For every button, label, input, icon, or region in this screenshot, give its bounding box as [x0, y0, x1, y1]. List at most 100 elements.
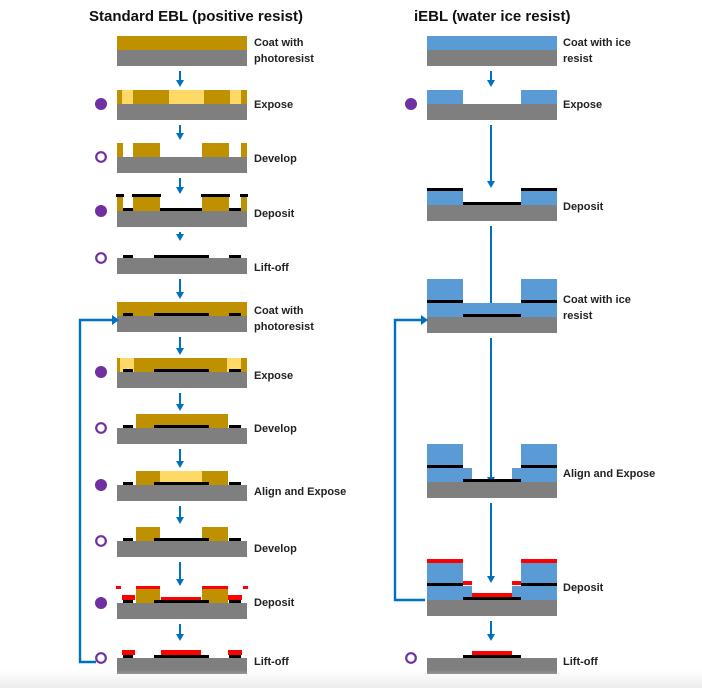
- metal-layer-2: [122, 595, 135, 600]
- metal-layer-2: [136, 586, 160, 589]
- step-label: Develop: [254, 421, 297, 437]
- substrate: [427, 600, 557, 616]
- metal-layer-2: [427, 559, 463, 563]
- photoresist-layer: [117, 36, 247, 50]
- metal-layer-1: [427, 188, 463, 191]
- step-label-line: Coat with ice: [563, 294, 631, 306]
- metal-layer-1: [229, 538, 241, 541]
- down-arrow-head: [176, 187, 184, 194]
- metal-layer-1: [123, 538, 133, 541]
- metal-layer-2: [228, 595, 242, 600]
- metal-layer-1: [123, 482, 133, 485]
- down-arrow-head: [176, 80, 184, 87]
- substrate: [117, 157, 247, 173]
- exposed-resist-region: [120, 358, 134, 372]
- metal-layer-1: [463, 655, 521, 658]
- photoresist-layer: [117, 143, 123, 157]
- step-label-line: Deposit: [254, 208, 295, 220]
- metal-layer-1: [427, 300, 463, 303]
- substrate: [117, 258, 247, 274]
- step-label: Deposit: [254, 206, 294, 222]
- step-label: Expose: [254, 368, 293, 384]
- metal-layer-1: [229, 208, 241, 211]
- metal-layer-1: [123, 425, 133, 428]
- metal-layer-2: [463, 581, 472, 585]
- step-label-line: resist: [563, 310, 593, 322]
- step-label: Develop: [254, 541, 297, 557]
- step-label-line: Develop: [254, 423, 297, 435]
- substrate: [117, 541, 247, 557]
- photoresist-layer: [117, 197, 123, 211]
- metal-layer-2: [161, 597, 201, 600]
- step-label: Align and Expose: [563, 466, 655, 482]
- step-label: Lift-off: [254, 260, 289, 276]
- ice-resist-layer: [427, 562, 463, 586]
- exposed-resist-region: [160, 471, 202, 485]
- metal-layer-1: [521, 583, 557, 586]
- ice-resist-layer: [427, 90, 463, 104]
- column-title-iebl: iEBL (water ice resist): [414, 8, 571, 25]
- down-arrow-head: [176, 133, 184, 140]
- metal-layer-2: [161, 650, 201, 655]
- metal-layer-1: [229, 255, 241, 258]
- metal-layer-1: [132, 194, 161, 197]
- metal-layer-1: [154, 369, 209, 372]
- substrate: [117, 316, 247, 332]
- step-label: Deposit: [254, 595, 294, 611]
- loop-back-arrow-head: [112, 315, 119, 325]
- photoresist-layer: [136, 527, 160, 541]
- step-label-line: Coat with: [254, 305, 304, 317]
- substrate: [117, 104, 247, 120]
- metal-layer-1: [427, 465, 463, 468]
- metal-layer-2: [116, 586, 121, 589]
- photoresist-layer: [202, 197, 229, 211]
- metal-layer-1: [123, 655, 133, 658]
- loop-back-arrow: [78, 318, 112, 664]
- substrate: [117, 485, 247, 501]
- step-label-line: Develop: [254, 543, 297, 555]
- metal-layer-1: [201, 194, 230, 197]
- step-label: Coat with photoresist: [254, 303, 314, 335]
- metal-layer-1: [154, 255, 209, 258]
- step-label-line: photoresist: [254, 321, 314, 333]
- metal-layer-1: [154, 425, 209, 428]
- metal-layer-1: [521, 188, 557, 191]
- step-label-line: Develop: [254, 153, 297, 165]
- photoresist-layer: [133, 197, 160, 211]
- step-label-line: Expose: [254, 370, 294, 382]
- down-arrow-head: [176, 348, 184, 355]
- metal-layer-1: [123, 369, 133, 372]
- metal-layer-1: [229, 655, 241, 658]
- ice-resist-layer: [427, 444, 463, 468]
- metal-layer-1: [116, 194, 124, 197]
- ice-resist-layer: [427, 303, 557, 317]
- step-label-line: Expose: [563, 99, 603, 111]
- down-arrow-head: [487, 80, 495, 87]
- metal-layer-1: [154, 600, 209, 603]
- down-arrow-head: [176, 517, 184, 524]
- metal-layer-1: [463, 314, 521, 317]
- metal-layer-1: [521, 300, 557, 303]
- substrate: [117, 428, 247, 444]
- metal-layer-1: [427, 583, 463, 586]
- down-arrow-head: [176, 579, 184, 586]
- photoresist-layer: [241, 143, 247, 157]
- step-label-line: resist: [563, 53, 593, 65]
- step-label: Lift-off: [563, 654, 598, 670]
- metal-layer-1: [154, 313, 209, 316]
- photoresist-layer: [117, 302, 247, 316]
- step-label-line: photoresist: [254, 53, 314, 65]
- step-label-line: Lift-off: [254, 656, 289, 668]
- metal-layer-1: [229, 482, 241, 485]
- photoresist-layer: [133, 143, 160, 157]
- step-label-line: Expose: [254, 99, 294, 111]
- down-arrow-head: [487, 634, 495, 641]
- ice-resist-layer: [521, 191, 557, 205]
- metal-layer-1: [229, 425, 241, 428]
- metal-layer-1: [229, 313, 241, 316]
- substrate: [427, 482, 557, 498]
- metal-layer-2: [228, 650, 242, 655]
- step-label-line: Deposit: [563, 582, 604, 594]
- exposed-resist-region: [230, 90, 241, 104]
- step-label-line: Align and Expose: [254, 486, 347, 498]
